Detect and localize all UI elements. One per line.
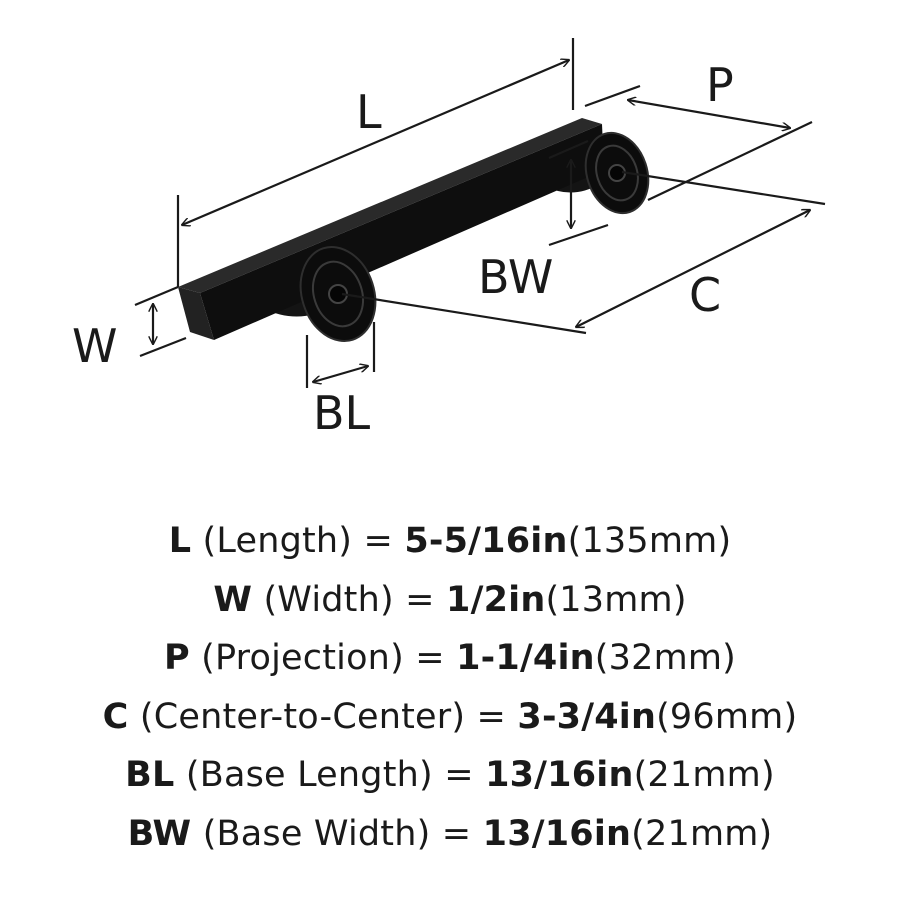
specification-list: L (Length) = 5-5/16in(135mm) W (Width) =… [0,512,900,863]
spec-row-center-to-center: C (Center-to-Center) = 3-3/4in(96mm) [0,688,900,747]
spec-name: (Base Length) = [185,755,474,795]
width-label: W [72,319,117,373]
center-to-center-label: C [689,268,721,322]
bar-front-face [200,124,604,340]
spec-code: BW [127,813,192,854]
spec-metric: (32mm) [594,638,737,678]
spec-code: P [163,638,190,678]
spec-code: L [168,521,192,561]
spec-metric: (21mm) [633,755,775,795]
spec-metric: (21mm) [631,813,773,854]
spec-row-length: L (Length) = 5-5/16in(135mm) [0,512,900,571]
spec-name: (Projection) = [201,638,445,678]
spec-metric: (135mm) [567,521,732,561]
spec-name: (Base Width) = [202,813,472,854]
projection-dimension: P [584,58,813,201]
spec-imperial: 13/16in [485,755,634,795]
spec-imperial: 3-3/4in [517,696,657,737]
center-to-center-dimension: C [341,170,826,335]
base-length-dimension: BL [305,322,376,440]
spec-row-base-width: BW (Base Width) = 13/16in(21mm) [0,805,900,864]
spec-row-projection: P (Projection) = 1-1/4in(32mm) [0,629,900,688]
spec-metric: (13mm) [545,579,687,620]
spec-code: C [102,696,129,737]
spec-name: (Width) = [263,579,435,620]
spec-name: (Length) = [202,521,394,561]
bar-end-face [178,287,214,340]
length-dimension: L [176,38,575,287]
spec-code: W [213,579,253,620]
projection-label: P [706,58,734,112]
base-length-label: BL [313,386,371,440]
spec-code: BL [125,755,175,795]
spec-metric: (96mm) [656,696,798,737]
spec-imperial: 1-1/4in [456,638,595,678]
length-label: L [356,85,382,139]
spec-row-width: W (Width) = 1/2in(13mm) [0,571,900,630]
spec-imperial: 5-5/16in [404,521,568,561]
width-dimension: W [72,285,187,373]
spec-imperial: 13/16in [482,813,632,854]
spec-imperial: 1/2in [446,579,546,620]
base-width-label: BW [478,250,553,304]
base-width-dimension: BW [478,139,609,304]
handle-dimension-diagram: L P C BW W BL [72,38,826,440]
spec-row-base-length: BL (Base Length) = 13/16in(21mm) [0,746,900,805]
cabinet-pull-handle [178,118,650,342]
spec-name: (Center-to-Center) = [139,696,507,737]
